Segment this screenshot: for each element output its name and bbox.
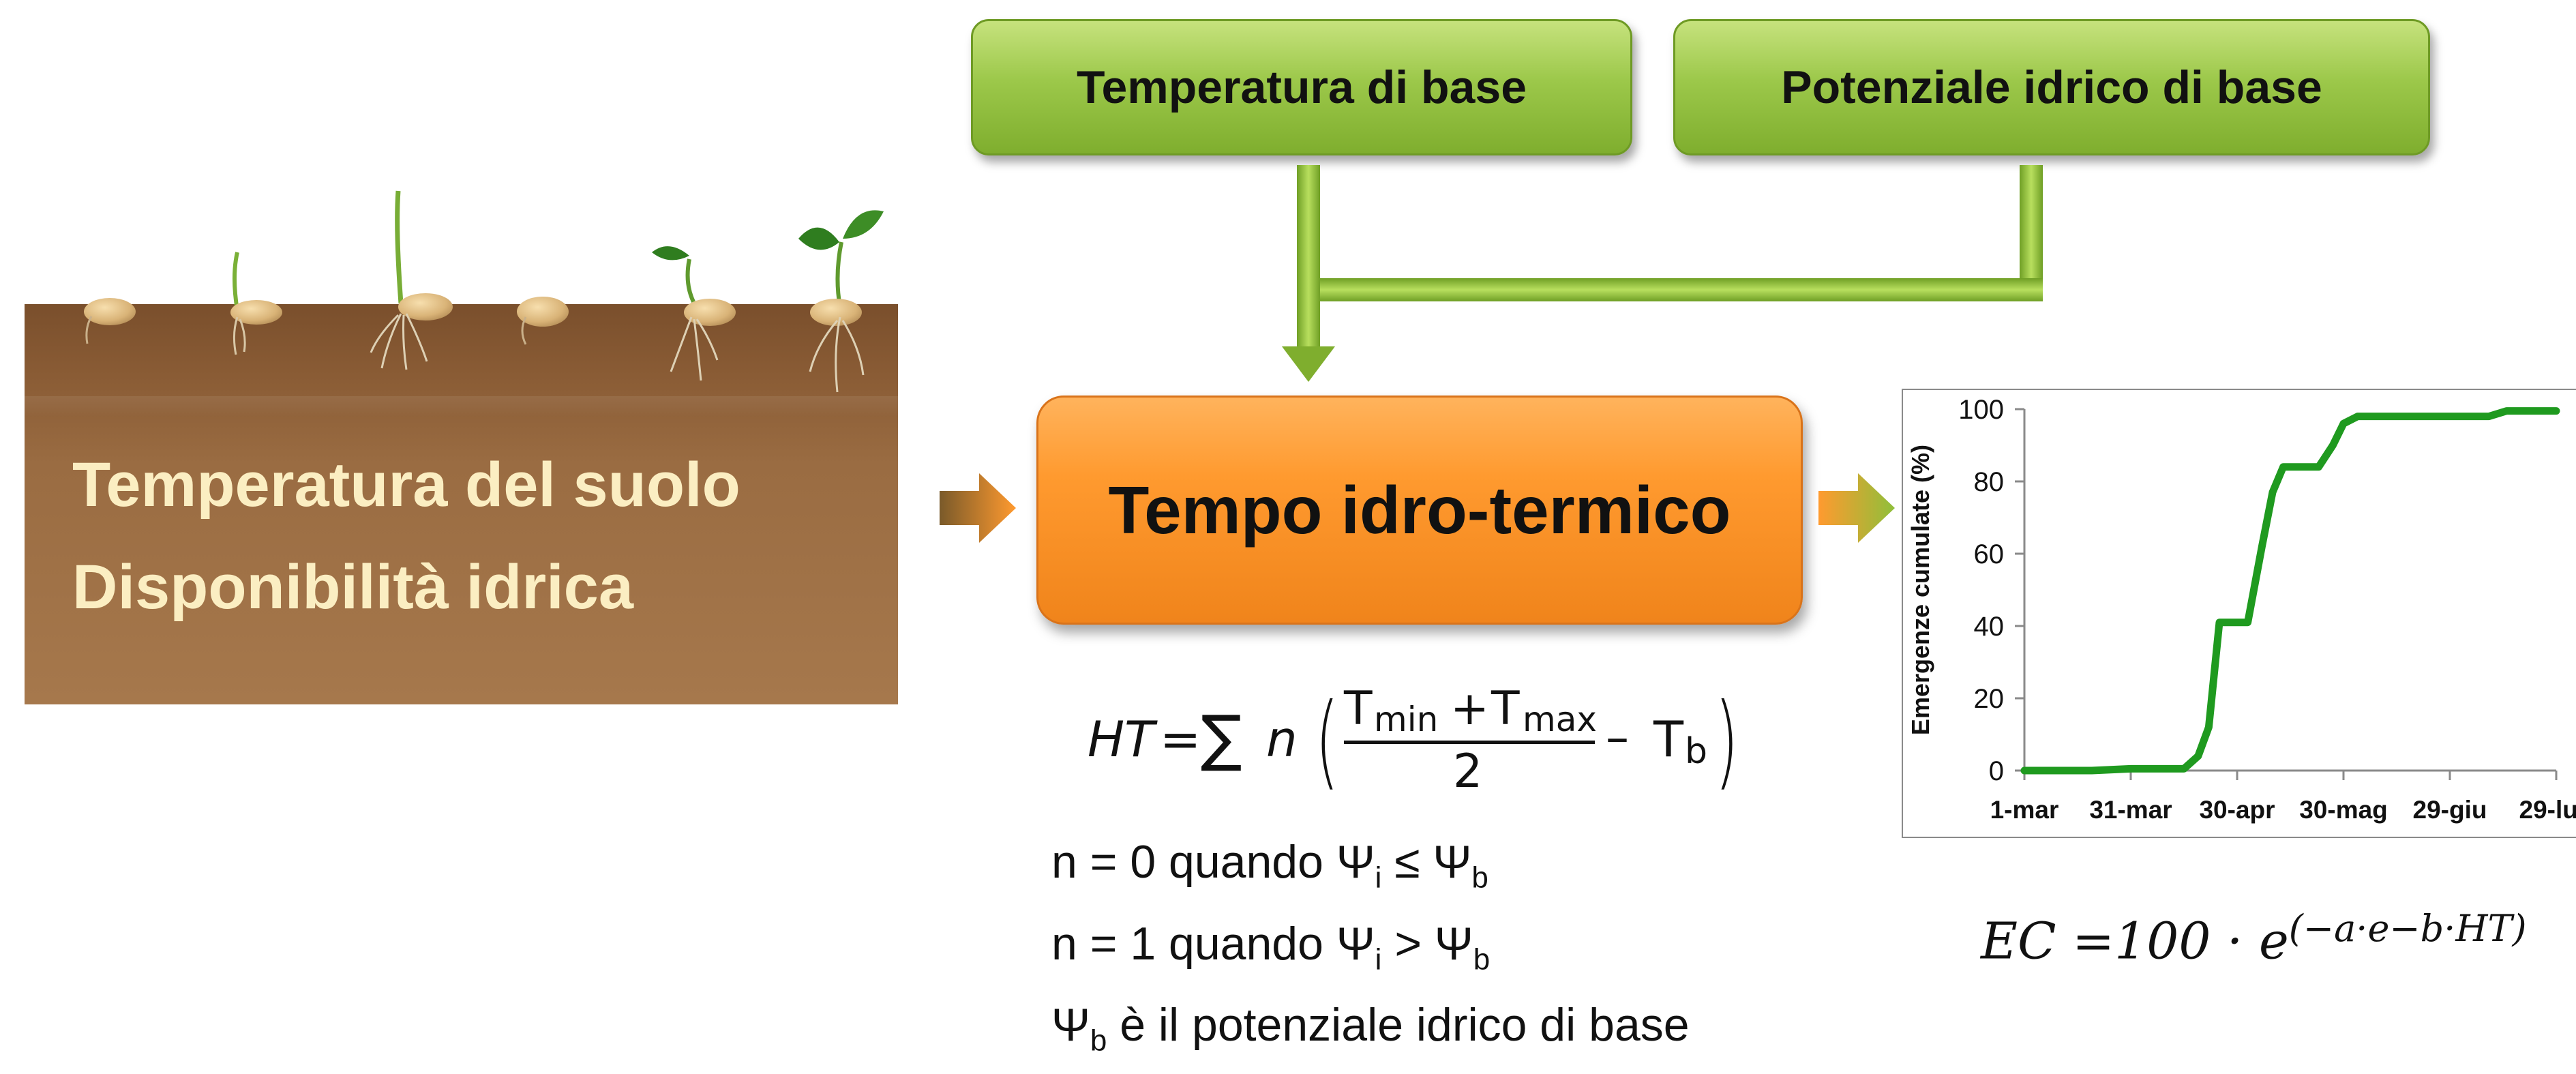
- op-gt: >: [1381, 917, 1435, 970]
- plus-sign: +: [1450, 682, 1489, 736]
- base-water-potential-box: Potenziale idrico di base: [1673, 19, 2430, 155]
- seed-4-icon: [517, 297, 569, 345]
- x-tick-label: 1-mar: [1990, 796, 2059, 824]
- psi-i: Ψ: [1336, 836, 1375, 888]
- seed-1-icon: [84, 298, 136, 344]
- ht-fraction: T min + T max 2 –: [1344, 682, 1664, 799]
- ht-to-chart-arrow-icon: [1818, 473, 1895, 543]
- minus-sign: –: [1606, 711, 1629, 764]
- condition-line-2: n = 1 quando Ψi > Ψb: [1051, 911, 1690, 993]
- connector-left-vertical: [1297, 165, 1320, 356]
- x-tick-label: 31-mar: [2089, 796, 2172, 824]
- op-le: ≤: [1381, 836, 1433, 888]
- ht-paren-right: ): [1714, 682, 1739, 801]
- tmax-sub: max: [1523, 700, 1597, 739]
- tb-T: T: [1653, 711, 1683, 768]
- psi-i-2: Ψ: [1336, 917, 1375, 970]
- psi-b-3: Ψ: [1051, 999, 1090, 1051]
- green-connector-arrows: [1282, 165, 2043, 382]
- base-water-potential-label: Potenziale idrico di base: [1781, 61, 2322, 113]
- connector-horizontal: [1309, 278, 2043, 301]
- y-axis-label: Emergenze cumulate (%): [1906, 445, 1934, 735]
- seed-3-icon: [370, 190, 453, 370]
- tmax-T: T: [1491, 682, 1520, 736]
- soil-to-ht-arrow-icon: [940, 473, 1016, 543]
- soil-temperature-label: Temperatura del suolo: [72, 450, 740, 520]
- base-temperature-label: Temperatura di base: [1076, 61, 1527, 113]
- y-tick-label: 40: [1974, 612, 2005, 642]
- y-tick-label: 100: [1958, 395, 2004, 425]
- fraction-bar: [1344, 741, 1595, 744]
- seed-5-icon: [652, 246, 736, 381]
- x-tick-label: 29-lug: [2519, 796, 2576, 824]
- connector-arrowhead: [1282, 346, 1335, 382]
- psi-b-2: Ψ: [1434, 917, 1473, 970]
- denominator: 2: [1453, 745, 1483, 799]
- y-tick-label: 80: [1974, 467, 2005, 497]
- x-tick-label: 30-apr: [2199, 796, 2275, 824]
- soil-panel: Temperatura del suolo Disponibilità idri…: [25, 304, 898, 704]
- condition-1-text: n = 0 quando: [1051, 836, 1336, 888]
- conditions-block: n = 0 quando Ψi ≤ Ψb n = 1 quando Ψi > Ψ…: [1051, 829, 1690, 1074]
- condition-2-text: n = 1 quando: [1051, 917, 1336, 970]
- hydrothermal-time-box: Tempo idro-termico: [1036, 396, 1803, 625]
- x-tick-label: 30-mag: [2299, 796, 2388, 824]
- x-tick-label: 29-giu: [2413, 796, 2487, 824]
- ht-lhs: HT: [1088, 711, 1155, 768]
- ec-exponent: (−a·e−b·HT): [2288, 907, 2527, 950]
- condition-3-text: è il potenziale idrico di base: [1107, 999, 1690, 1051]
- sub-b: b: [1471, 861, 1488, 895]
- base-temperature-box: Temperatura di base: [971, 19, 1632, 155]
- ht-equals: =: [1160, 711, 1201, 768]
- sub-i-2: i: [1375, 942, 1382, 976]
- ec-formula: EC =100 · e(−a·e−b·HT): [1981, 907, 2527, 971]
- seed-6-icon: [798, 210, 884, 393]
- seed-2-icon: [230, 252, 282, 355]
- seedlings-illustration: [84, 190, 884, 393]
- emergence-chart: 0 20 40 60 80 100 1-mar 31-mar 30-apr 30-mag 29-gi…: [1906, 395, 2576, 824]
- ht-sum: ∑: [1201, 702, 1242, 774]
- sub-b-2: b: [1473, 942, 1491, 976]
- ht-paren-left: (: [1315, 682, 1339, 801]
- ht-formula: HT = ∑ n ( T min + T max 2 – T b ): [1088, 682, 1742, 805]
- condition-line-3: Ψb è il potenziale idrico di base: [1051, 992, 1690, 1074]
- ht-n: n: [1266, 711, 1298, 768]
- y-tick-label: 60: [1974, 539, 2005, 569]
- ec-main: EC =100 · e: [1981, 912, 2289, 971]
- y-tick-label: 20: [1974, 684, 2005, 714]
- soil-water-label: Disponibilità idrica: [72, 552, 634, 622]
- sub-i: i: [1375, 861, 1382, 895]
- condition-line-1: n = 0 quando Ψi ≤ Ψb: [1051, 829, 1690, 911]
- psi-b: Ψ: [1433, 836, 1472, 888]
- tmin-sub: min: [1374, 700, 1439, 739]
- y-tick-label: 0: [1989, 756, 2004, 786]
- series-line: [2020, 407, 2560, 775]
- tmin-T: T: [1344, 682, 1373, 736]
- soil-highlight-band: [25, 396, 898, 417]
- hydrothermal-time-label: Tempo idro-termico: [1108, 472, 1731, 548]
- tb-sub: b: [1685, 731, 1708, 772]
- chart-frame: [1902, 389, 2576, 838]
- sub-b-3: b: [1090, 1024, 1107, 1058]
